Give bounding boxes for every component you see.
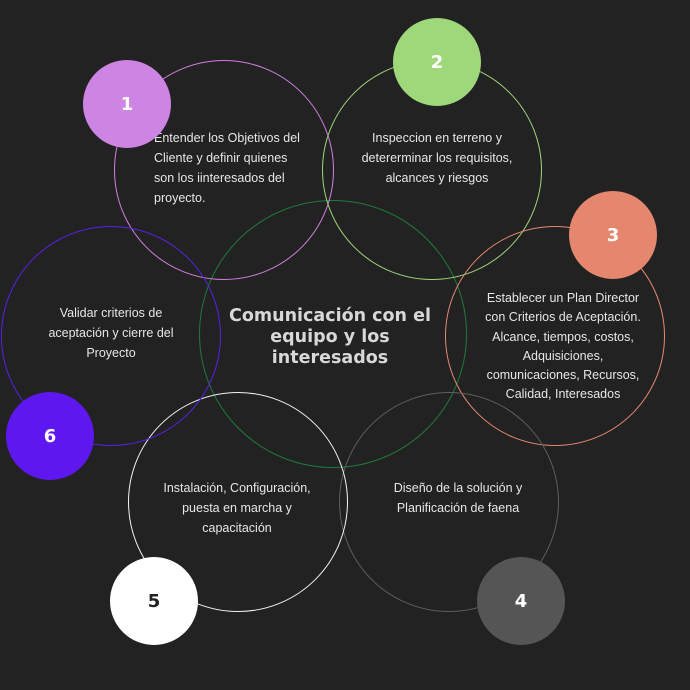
step-badge-3: 3 <box>569 191 657 279</box>
step-ring-3 <box>445 226 665 446</box>
step-badge-5: 5 <box>110 557 198 645</box>
step-text-4: Diseño de la solución y Planificación de… <box>393 481 523 515</box>
step-ring-5 <box>128 392 348 612</box>
step-text-2: Inspeccion en terreno y detererminar los… <box>361 131 513 185</box>
step-badge-4: 4 <box>477 557 565 645</box>
step-number-2: 2 <box>430 51 444 73</box>
step-number-6: 6 <box>43 425 57 447</box>
step-badge-6: 6 <box>6 392 94 480</box>
step-number-3: 3 <box>606 224 620 246</box>
center-title: Comunicación con el equipo y los interes… <box>229 306 431 368</box>
step-text-1: Entender los Objetivos del Cliente y def… <box>154 131 300 205</box>
step-ring-6 <box>1 226 221 446</box>
step-number-5: 5 <box>147 590 161 612</box>
step-number-1: 1 <box>120 93 134 115</box>
step-text-5: Instalación, Configuración, puesta en ma… <box>163 481 311 535</box>
step-badge-1: 1 <box>83 60 171 148</box>
step-text-6: Validar criterios de aceptación y cierre… <box>48 306 174 360</box>
step-badge-2: 2 <box>393 18 481 106</box>
step-number-4: 4 <box>514 590 528 612</box>
step-text-3: Establecer un Plan Director con Criterio… <box>485 291 641 402</box>
